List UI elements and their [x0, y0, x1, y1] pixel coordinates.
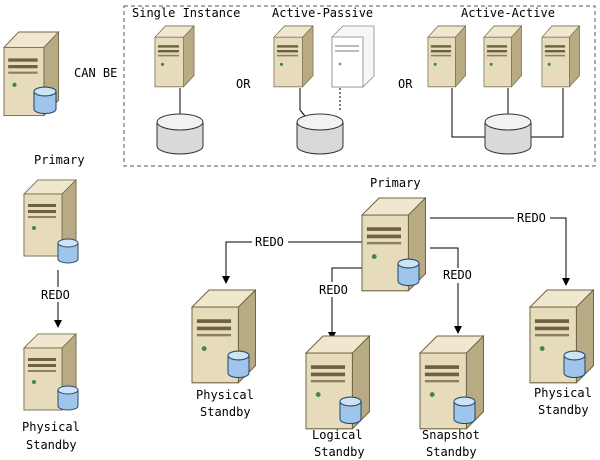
active-active-server-2 — [483, 25, 522, 88]
active-active-db — [484, 113, 532, 155]
passive-server — [331, 25, 375, 88]
or-label-2: OR — [398, 77, 413, 91]
active-passive-title: Active-Passive — [272, 6, 373, 20]
single-instance-server — [154, 25, 195, 88]
single-instance-title: Single Instance — [132, 6, 240, 20]
physical-standby-server-2 — [529, 289, 595, 384]
primary-left-label: Primary — [34, 153, 85, 167]
active-active-title: Active-Active — [461, 6, 555, 20]
left-standby-label-1: Physical — [22, 420, 80, 434]
physical-standby-server-left — [23, 333, 79, 411]
logical-standby-label-2: Standby — [314, 445, 365, 459]
active-active-server-3 — [541, 25, 580, 88]
primary-server-center — [361, 197, 427, 292]
redo-label-b: REDO — [319, 283, 348, 297]
primary-center-label: Primary — [370, 176, 421, 190]
or-label-1: OR — [236, 77, 251, 91]
physical-standby-1-label-2: Standby — [200, 405, 251, 419]
snapshot-standby-label-2: Standby — [426, 445, 477, 459]
physical-standby-2-label-2: Standby — [538, 403, 589, 417]
primary-server-top-left — [3, 31, 60, 117]
logical-standby-label-1: Logical — [312, 428, 363, 442]
physical-standby-1-label-1: Physical — [196, 388, 254, 402]
active-active-server-1 — [427, 25, 466, 88]
single-instance-db — [156, 113, 204, 155]
snapshot-standby-label-1: Snapshot — [422, 428, 480, 442]
redo-label-a: REDO — [255, 235, 284, 249]
active-passive-db — [296, 113, 344, 155]
logical-standby-server — [305, 335, 371, 430]
physical-standby-server-1 — [191, 289, 257, 384]
primary-server-left — [23, 179, 79, 264]
redo-label-c: REDO — [443, 268, 472, 282]
snapshot-standby-server — [419, 335, 485, 430]
active-server — [273, 25, 314, 88]
physical-standby-2-label-1: Physical — [534, 386, 592, 400]
can-be-label: CAN BE — [74, 66, 117, 80]
redo-label-left: REDO — [41, 288, 70, 302]
redo-label-d: REDO — [517, 211, 546, 225]
left-standby-label-2: Standby — [26, 438, 77, 452]
